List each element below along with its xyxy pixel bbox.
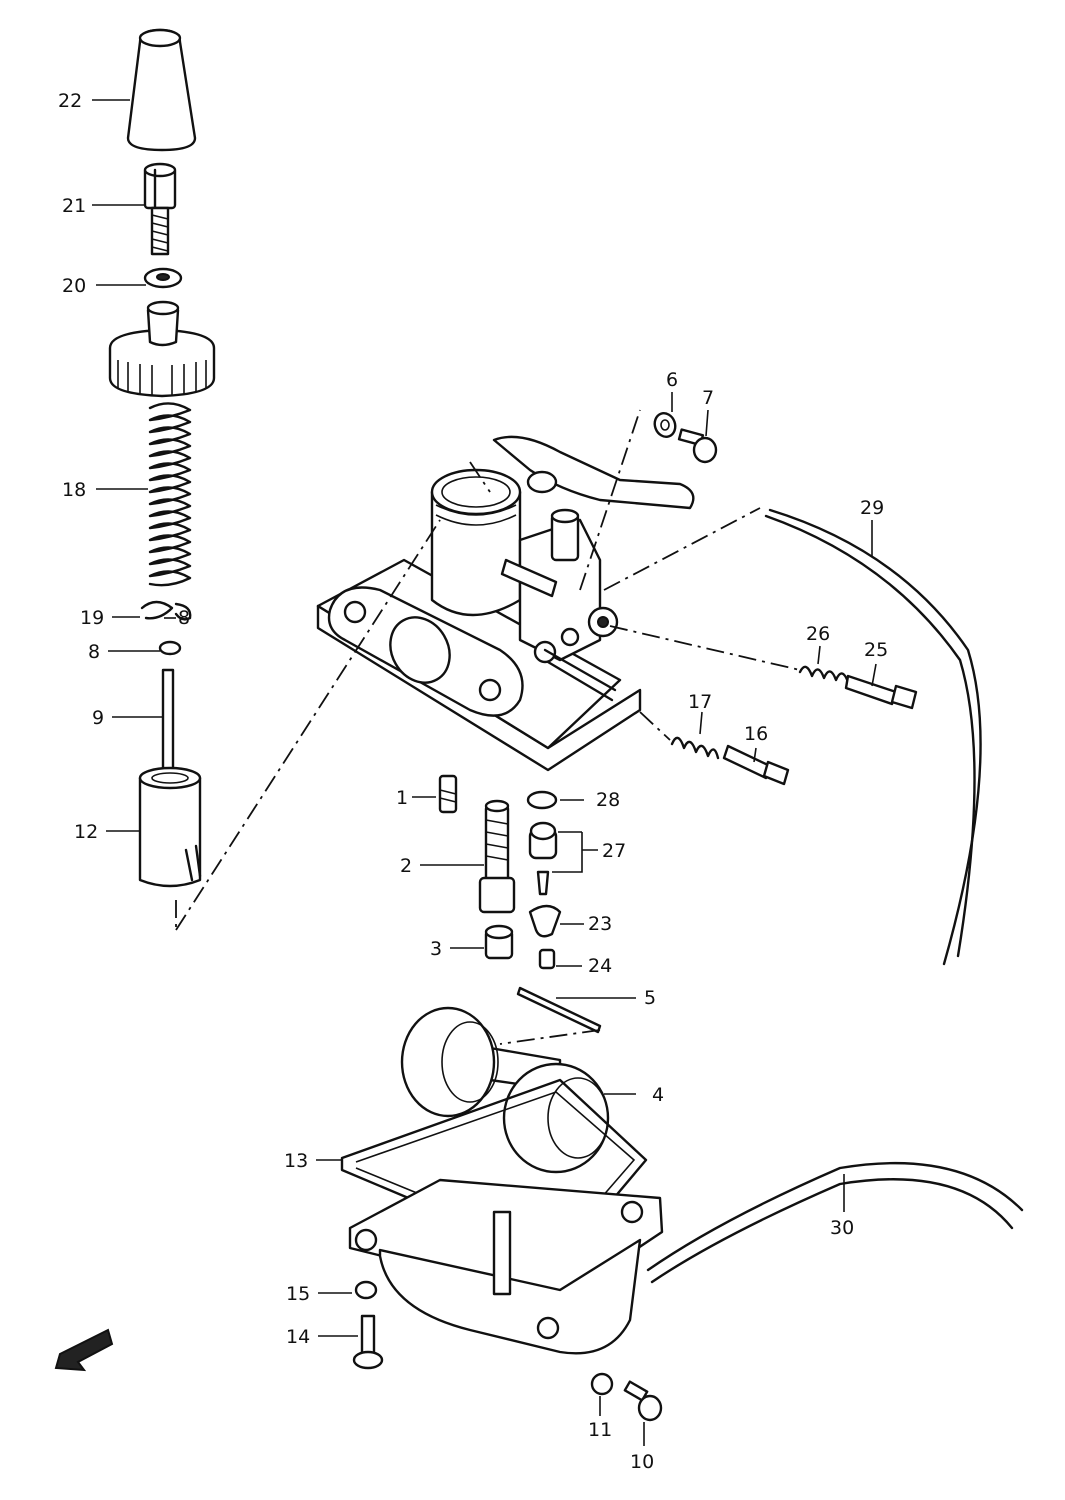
callout-3: 3	[430, 938, 442, 960]
callout-4: 4	[652, 1084, 664, 1106]
alignment-lines	[175, 409, 801, 1045]
part-16-throttle-stop-screw	[722, 744, 790, 786]
part-19-needle-clip-plate	[140, 600, 192, 621]
callout-19: 19	[80, 607, 104, 629]
part-21-cable-adjuster	[143, 162, 177, 256]
callout-18: 18	[62, 479, 86, 501]
callout-29: 29	[860, 497, 884, 519]
part-12-throttle-valve	[138, 766, 202, 888]
part-25-air-screw	[844, 674, 918, 710]
callout-30: 30	[830, 1217, 854, 1239]
callout-24: 24	[588, 955, 612, 977]
part-20-lock-nut	[143, 267, 183, 289]
callout-8b: 8	[178, 607, 190, 629]
callout-21: 21	[62, 195, 86, 217]
callout-15: 15	[286, 1283, 310, 1305]
callout-23: 23	[588, 913, 612, 935]
callout-2: 2	[400, 855, 412, 877]
callout-16: 16	[744, 723, 768, 745]
callout-8: 8	[88, 641, 100, 663]
callout-5: 5	[644, 987, 656, 1009]
part-4-float	[400, 1006, 610, 1174]
callout-13: 13	[284, 1150, 308, 1172]
part-18-throttle-valve-spring	[148, 402, 192, 587]
part-1-pilot-jet	[438, 774, 458, 814]
part-6-washer	[653, 412, 677, 438]
part-9-jet-needle	[161, 668, 175, 782]
callout-9: 9	[92, 707, 104, 729]
part-26-spring	[798, 665, 850, 684]
carburetor-body	[316, 435, 695, 772]
part-11-washer	[590, 1372, 614, 1396]
callout-6: 6	[666, 369, 678, 391]
callout-labels: 22 21 20 18 19 8 8 9 12 6 7 29 26 25 17 …	[58, 90, 888, 1473]
part-27-float-valve	[528, 821, 558, 896]
part-8-e-ring	[158, 640, 182, 656]
part-29-vent-hose	[764, 508, 982, 966]
callout-17: 17	[688, 691, 712, 713]
callout-28: 28	[596, 789, 620, 811]
part-24-screw	[538, 948, 556, 970]
callout-25: 25	[864, 639, 888, 661]
part-3-main-jet	[484, 924, 514, 960]
part-5-float-pin	[516, 986, 602, 1034]
float-chamber-bowl	[348, 1178, 664, 1355]
callout-26: 26	[806, 623, 830, 645]
part-2-needle-jet	[478, 799, 516, 914]
callout-14: 14	[286, 1326, 310, 1348]
part-15-washer	[354, 1280, 378, 1300]
mixing-chamber-top	[108, 300, 216, 398]
part-23-float-arm	[528, 904, 562, 938]
part-10-screw	[623, 1380, 663, 1422]
part-7-screw	[677, 428, 718, 464]
part-17-spring	[670, 736, 720, 760]
callout-27: 27	[602, 840, 626, 862]
callout-10: 10	[630, 1451, 654, 1473]
part-28-o-ring	[526, 790, 558, 810]
part-14-screw	[352, 1314, 384, 1370]
part-22-cable-boot	[126, 28, 197, 152]
callout-12: 12	[74, 821, 98, 843]
leader-lines	[92, 99, 877, 1446]
callout-22: 22	[58, 90, 82, 112]
part-30-overflow-hose	[646, 1161, 1024, 1284]
front-arrow-icon	[54, 1328, 114, 1372]
callout-7: 7	[702, 387, 714, 409]
callout-11: 11	[588, 1419, 612, 1441]
callout-1: 1	[396, 787, 408, 809]
callout-20: 20	[62, 275, 86, 297]
